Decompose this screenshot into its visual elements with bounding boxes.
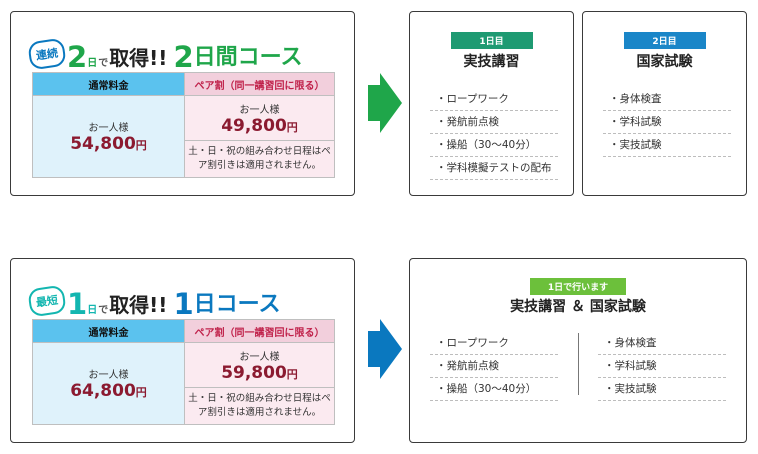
course2-de: で bbox=[98, 58, 109, 69]
oneday-left-list: ロープワーク 発航前点検 操船（30～40分） bbox=[430, 332, 558, 401]
per-person-label: お一人様 bbox=[239, 351, 280, 363]
day1-title: 実技講習 bbox=[463, 54, 520, 70]
normal-price: 54,800円 bbox=[70, 134, 147, 154]
day2-item-list: 身体検査 学科試験 実技試験 bbox=[603, 88, 731, 157]
list-item: 学科試験 bbox=[603, 111, 731, 134]
pair-price: 49,800円 bbox=[221, 115, 298, 136]
course1-price-panel: 最短 1 日 で 取得!! 1 日コース 通常料金 ペア割（同一講習回に限る） … bbox=[10, 258, 355, 443]
pair-price: 59,800円 bbox=[221, 362, 298, 383]
list-item: 学科試験 bbox=[598, 355, 726, 378]
per-person-label: お一人様 bbox=[88, 123, 129, 134]
course1-badge: 最短 bbox=[27, 284, 67, 318]
list-item: ロープワーク bbox=[430, 88, 558, 111]
course1-title: 最短 1 日 で 取得!! 1 日コース bbox=[27, 279, 281, 321]
normal-price-header: 通常料金 bbox=[32, 319, 185, 343]
pair-price-cell: お一人様 59,800円 bbox=[184, 342, 335, 388]
day1-label: 1日目 bbox=[450, 32, 533, 49]
list-item: 操船（30～40分） bbox=[430, 134, 558, 157]
pair-note: 土・日・祝の組み合わせ日程はペア割引きは適用されません。 bbox=[184, 387, 335, 425]
course1-de: で bbox=[98, 305, 109, 316]
oneday-title: 実技講習 ＆ 国家試験 bbox=[510, 299, 646, 315]
oneday-box: 1日で行います 実技講習 ＆ 国家試験 ロープワーク 発航前点検 操船（30～4… bbox=[409, 258, 747, 443]
per-person-label: お一人様 bbox=[239, 104, 280, 116]
pair-note: 土・日・祝の組み合わせ日程はペア割引きは適用されません。 bbox=[184, 140, 335, 178]
course1-days-unit: 日 bbox=[87, 305, 98, 316]
course2-course-number: 2 bbox=[173, 40, 194, 74]
course1-get: 取得!! bbox=[109, 293, 168, 317]
course2-get: 取得!! bbox=[109, 46, 168, 70]
normal-price-cell: お一人様 54,800円 bbox=[32, 95, 185, 178]
normal-price-header: 通常料金 bbox=[32, 72, 185, 96]
course2-title: 連続 2 日 で 取得!! 2 日間コース bbox=[27, 32, 303, 74]
normal-price-cell: お一人様 64,800円 bbox=[32, 342, 185, 425]
list-item: 実技試験 bbox=[603, 134, 731, 157]
per-person-label: お一人様 bbox=[88, 370, 129, 381]
pair-price-cell: お一人様 49,800円 bbox=[184, 95, 335, 141]
pair-price-header: ペア割（同一講習回に限る） bbox=[184, 72, 335, 96]
day2-box: 2日目 国家試験 身体検査 学科試験 実技試験 bbox=[582, 11, 747, 196]
arrow-right-icon bbox=[368, 319, 402, 379]
list-item: 身体検査 bbox=[603, 88, 731, 111]
pair-price-header: ペア割（同一講習回に限る） bbox=[184, 319, 335, 343]
list-item: 実技試験 bbox=[598, 378, 726, 401]
day1-box: 1日目 実技講習 ロープワーク 発航前点検 操船（30～40分） 学科模擬テスト… bbox=[409, 11, 574, 196]
oneday-right-list: 身体検査 学科試験 実技試験 bbox=[598, 332, 726, 401]
normal-price: 64,800円 bbox=[70, 381, 147, 401]
course2-price-panel: 連続 2 日 で 取得!! 2 日間コース 通常料金 ペア割（同一講習回に限る）… bbox=[10, 11, 355, 196]
list-item: 発航前点検 bbox=[430, 355, 558, 378]
course1-course-name: 日コース bbox=[193, 292, 281, 317]
day2-title: 国家試験 bbox=[636, 54, 693, 70]
day1-item-list: ロープワーク 発航前点検 操船（30～40分） 学科模擬テストの配布 bbox=[430, 88, 558, 180]
course1-price-table: 通常料金 ペア割（同一講習回に限る） お一人様 64,800円 お一人様 59,… bbox=[32, 319, 335, 425]
course1-days-number: 1 bbox=[67, 287, 88, 321]
oneday-label: 1日で行います bbox=[530, 278, 626, 295]
arrow-right-icon bbox=[368, 73, 402, 133]
list-item: 発航前点検 bbox=[430, 111, 558, 134]
divider bbox=[578, 333, 579, 395]
course2-days-unit: 日 bbox=[87, 58, 98, 69]
course2-badge: 連続 bbox=[27, 37, 67, 71]
list-item: 操船（30～40分） bbox=[430, 378, 558, 401]
list-item: ロープワーク bbox=[430, 332, 558, 355]
course1-course-number: 1 bbox=[173, 287, 194, 321]
course2-price-table: 通常料金 ペア割（同一講習回に限る） お一人様 54,800円 お一人様 49,… bbox=[32, 72, 335, 178]
list-item: 学科模擬テストの配布 bbox=[430, 157, 558, 180]
course2-days-number: 2 bbox=[67, 40, 88, 74]
day2-label: 2日目 bbox=[623, 32, 706, 49]
course2-course-name: 日間コース bbox=[193, 45, 303, 70]
list-item: 身体検査 bbox=[598, 332, 726, 355]
